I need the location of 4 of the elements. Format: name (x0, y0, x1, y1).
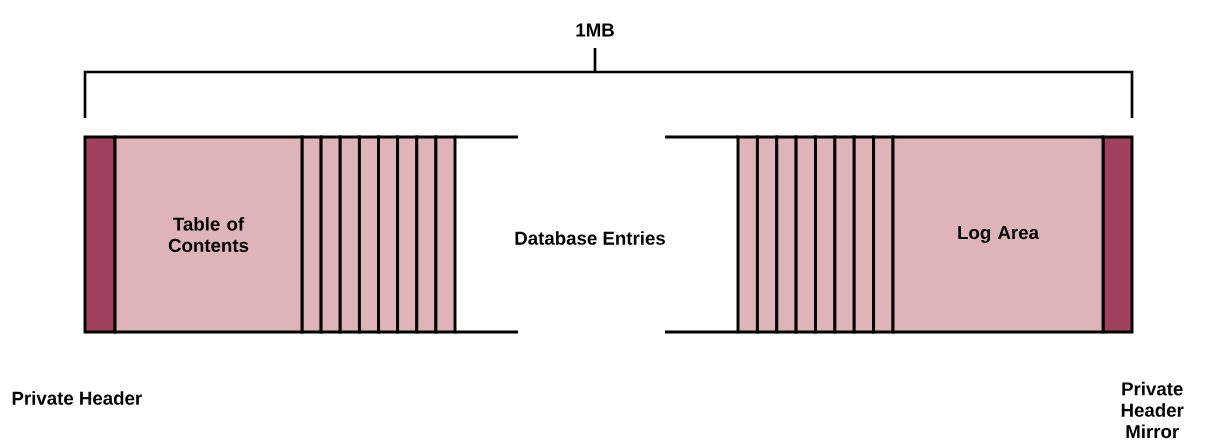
size-label: 1MB (576, 23, 614, 37)
region-label: Database Entries (515, 231, 665, 245)
part-label: Private Header Mirror (1121, 381, 1184, 439)
part-label: Private Header (12, 391, 142, 405)
